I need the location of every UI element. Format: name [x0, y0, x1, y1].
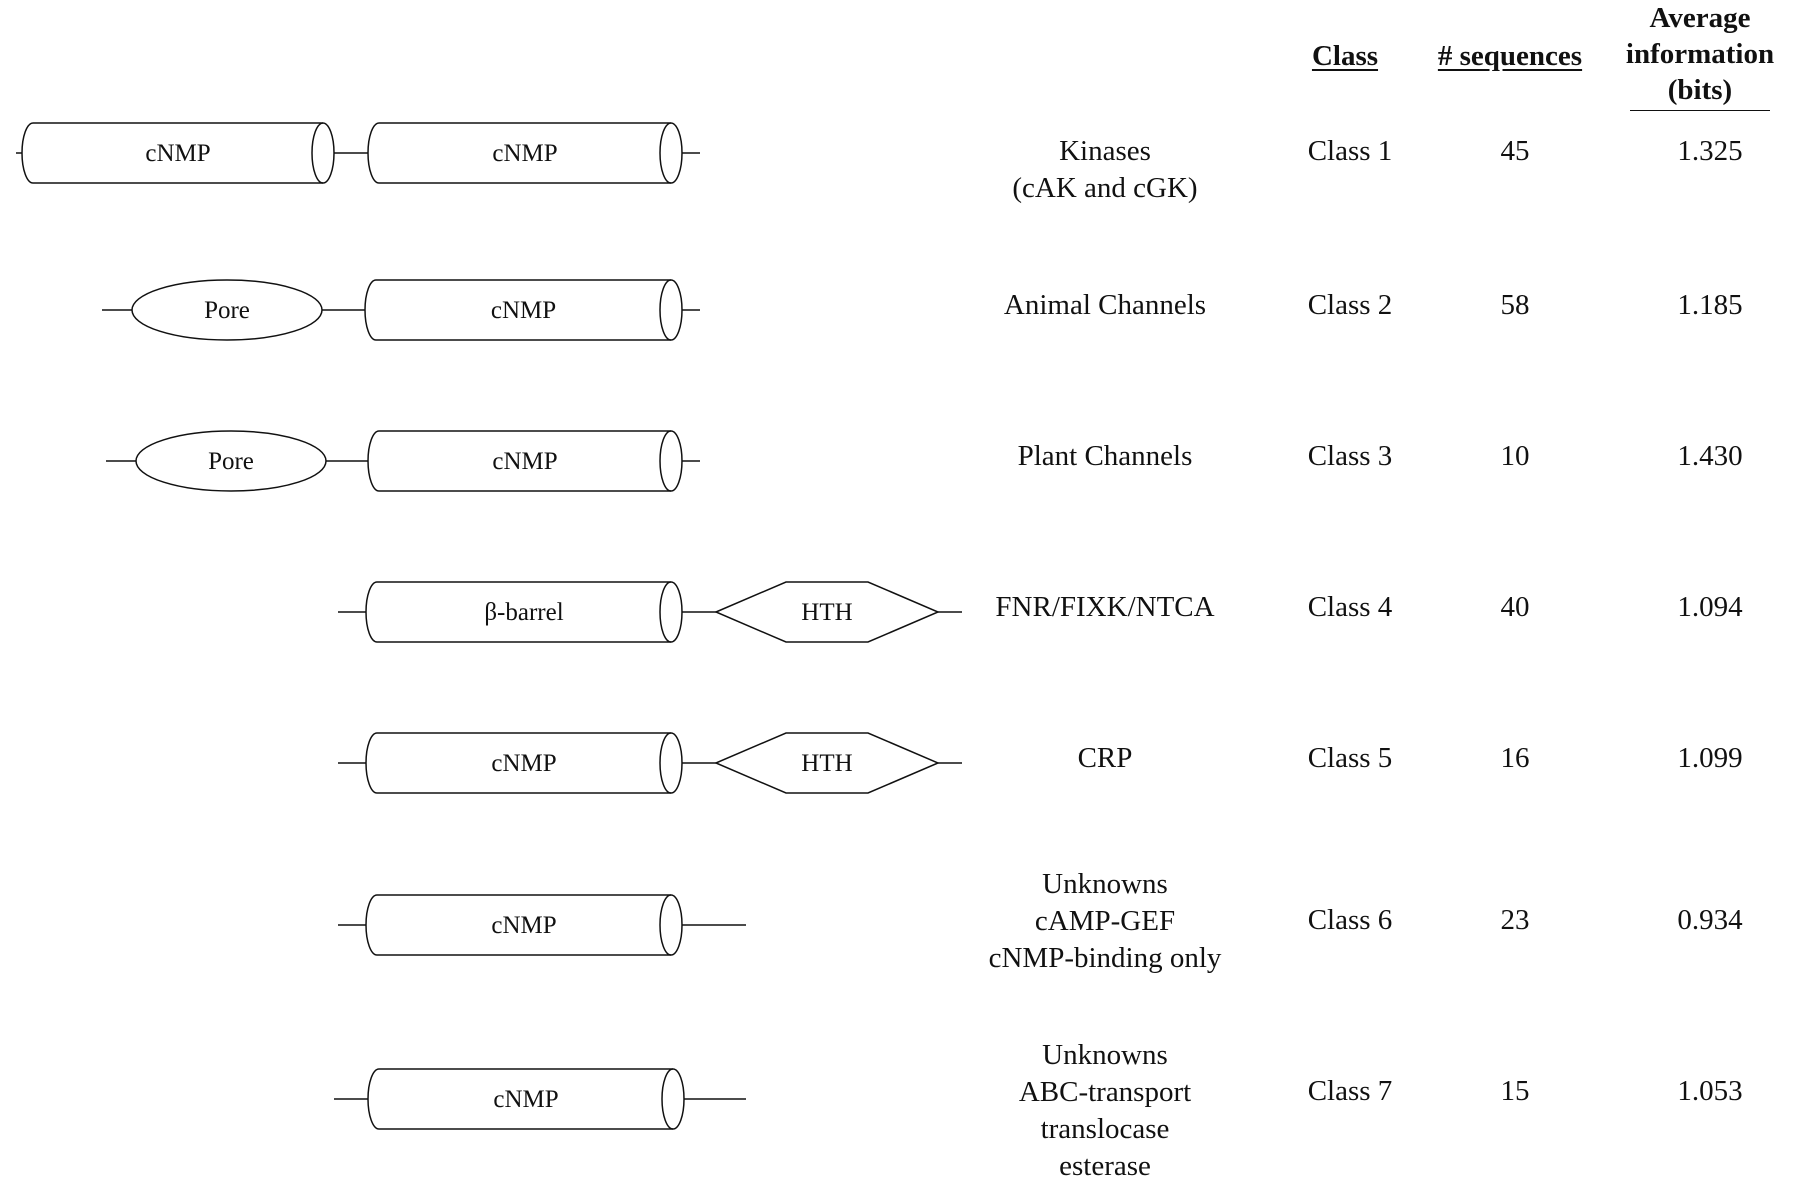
schematic-row-5: cNMP HTH — [338, 732, 962, 794]
row-4-name-line-1: FNR/FIXK/NTCA — [995, 591, 1215, 623]
row-6-name-line-3: cNMP-binding only — [988, 942, 1222, 974]
row-5-class: Class 5 — [1307, 742, 1393, 774]
row-6-name-line-2: cAMP-GEF — [1034, 905, 1176, 937]
cylinder-domain: cNMP — [367, 1068, 685, 1130]
cylinder-domain: cNMP — [367, 122, 683, 184]
domain-label: cNMP — [492, 448, 557, 475]
row-1-sequences: 45 — [1500, 135, 1530, 167]
row-4-sequences: 40 — [1500, 591, 1530, 623]
row-6-sequences: 23 — [1500, 904, 1530, 936]
row-4-class: Class 4 — [1307, 591, 1393, 623]
domain-label: cNMP — [491, 912, 556, 939]
row-2-name-line-1: Animal Channels — [1003, 289, 1207, 321]
ellipse-domain: Pore — [135, 430, 327, 492]
row-7-class: Class 7 — [1307, 1075, 1393, 1107]
header-avg-info-line3: (bits) — [1667, 74, 1733, 106]
header-avg-info-rule — [1630, 110, 1770, 111]
row-1-name-line-2: (cAK and cGK) — [1012, 172, 1198, 204]
domain-label: Pore — [208, 448, 254, 475]
domain-label: cNMP — [145, 140, 210, 167]
schematic-row-2: Pore cNMP — [102, 279, 700, 341]
domain-label: cNMP — [491, 750, 556, 777]
row-1-avg-info: 1.325 — [1677, 135, 1743, 167]
domain-label: cNMP — [493, 1086, 558, 1113]
cylinder-domain: cNMP — [21, 122, 335, 184]
cylinder-domain: cNMP — [367, 430, 683, 492]
row-3-class: Class 3 — [1307, 440, 1393, 472]
row-2-class: Class 2 — [1307, 289, 1393, 321]
row-6-class: Class 6 — [1307, 904, 1393, 936]
row-4-avg-info: 1.094 — [1677, 591, 1743, 623]
row-7-name-line-1: Unknowns — [1042, 1039, 1168, 1071]
domain-label: cNMP — [492, 140, 557, 167]
hexagon-domain: HTH — [714, 732, 940, 794]
header-class: Class — [1311, 40, 1379, 72]
row-5-sequences: 16 — [1500, 742, 1530, 774]
cylinder-domain: cNMP — [365, 894, 683, 956]
domain-label: HTH — [801, 599, 852, 626]
row-7-avg-info: 1.053 — [1677, 1075, 1743, 1107]
cylinder-domain: cNMP — [365, 732, 683, 794]
domain-label: Pore — [204, 297, 250, 324]
row-5-name-line-1: CRP — [1077, 742, 1133, 774]
row-2-sequences: 58 — [1500, 289, 1530, 321]
row-7-name-line-3: translocase — [1040, 1113, 1170, 1145]
header-avg-info-line1: Average — [1649, 2, 1751, 34]
cylinder-domain: cNMP — [364, 279, 683, 341]
row-6-name-line-1: Unknowns — [1042, 868, 1168, 900]
row-7-sequences: 15 — [1500, 1075, 1530, 1107]
row-2-avg-info: 1.185 — [1677, 289, 1743, 321]
domain-label: cNMP — [491, 297, 556, 324]
row-1-class: Class 1 — [1307, 135, 1393, 167]
domain-label: β-barrel — [484, 599, 563, 626]
domain-label: HTH — [801, 750, 852, 777]
row-1-name-line-1: Kinases — [1059, 135, 1151, 167]
row-3-avg-info: 1.430 — [1677, 440, 1743, 472]
header-avg-info-line2: information — [1625, 38, 1775, 70]
row-7-name-line-4: esterase — [1059, 1150, 1151, 1182]
schematic-row-4: β-barrel HTH — [338, 581, 962, 643]
schematic-row-1: cNMP cNMP — [16, 122, 700, 184]
row-6-avg-info: 0.934 — [1677, 904, 1743, 936]
hexagon-domain: HTH — [714, 581, 940, 643]
row-7-name-line-2: ABC-transport — [1018, 1076, 1192, 1108]
schematic-row-6: cNMP — [338, 894, 746, 956]
schematic-row-3: Pore cNMP — [106, 430, 700, 492]
row-3-sequences: 10 — [1500, 440, 1530, 472]
cylinder-domain: β-barrel — [365, 581, 683, 643]
row-5-avg-info: 1.099 — [1677, 742, 1743, 774]
row-3-name-line-1: Plant Channels — [1017, 440, 1193, 472]
ellipse-domain: Pore — [131, 279, 323, 341]
schematic-row-7: cNMP — [334, 1068, 746, 1130]
header-sequences: # sequences — [1437, 40, 1583, 72]
